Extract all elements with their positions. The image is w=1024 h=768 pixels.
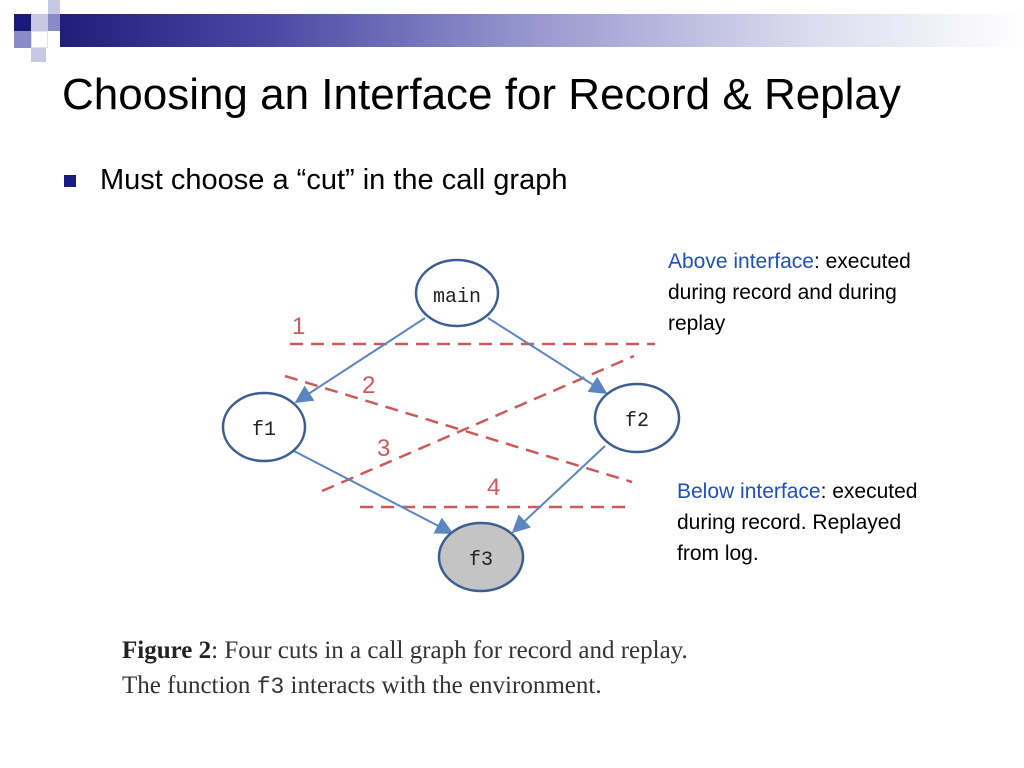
node-f1: f1 bbox=[221, 391, 307, 463]
node-main: main bbox=[414, 258, 500, 328]
slide-title: Choosing an Interface for Record & Repla… bbox=[62, 70, 901, 119]
edge-main-f2 bbox=[487, 317, 608, 394]
logo-square bbox=[14, 14, 31, 31]
edge-f2-f3 bbox=[511, 445, 606, 534]
node-f3-label: f3 bbox=[469, 549, 493, 572]
title-bar-gradient bbox=[60, 14, 1024, 47]
caption-code: f3 bbox=[256, 674, 285, 700]
node-f2-label: f2 bbox=[625, 410, 649, 433]
above-note-line1: : executed bbox=[813, 250, 911, 273]
caption-line2-pre: The function bbox=[122, 672, 257, 699]
bullet-text: Must choose a “cut” in the call graph bbox=[100, 164, 568, 196]
cut-label-3: 3 bbox=[377, 435, 390, 462]
below-note-line2: during record. Replayed bbox=[677, 511, 902, 534]
above-interface-note: Above interface: executed during record … bbox=[668, 246, 911, 339]
above-note-line2: during record and during bbox=[668, 281, 897, 304]
above-note-line3: replay bbox=[668, 312, 726, 335]
node-main-label: main bbox=[433, 286, 481, 309]
logo-square bbox=[14, 31, 31, 48]
bullet-square-icon bbox=[64, 174, 76, 187]
cut-label-4: 4 bbox=[487, 474, 500, 501]
logo-square bbox=[31, 14, 48, 31]
cut-label-1: 1 bbox=[292, 313, 305, 340]
edge-main-f1 bbox=[294, 317, 426, 403]
node-f3: f3 bbox=[437, 521, 525, 593]
caption-line1: : Four cuts in a call graph for record a… bbox=[211, 637, 688, 664]
logo-square bbox=[48, 0, 60, 14]
below-note-line1: : executed bbox=[820, 480, 918, 503]
figure-caption: Figure 2: Four cuts in a call graph for … bbox=[122, 633, 688, 705]
below-interface-note: Below interface: executed during record.… bbox=[677, 476, 917, 569]
below-interface-highlight: Below interface bbox=[677, 480, 821, 503]
logo-square bbox=[48, 14, 60, 31]
node-f2: f2 bbox=[593, 382, 681, 454]
cut-label-2: 2 bbox=[362, 372, 375, 399]
below-note-line3: from log. bbox=[677, 542, 759, 565]
cut-line-2 bbox=[284, 374, 633, 484]
above-interface-highlight: Above interface bbox=[668, 250, 814, 273]
figure-label: Figure 2 bbox=[122, 637, 212, 664]
edge-f1-f3 bbox=[291, 449, 454, 534]
logo-square bbox=[31, 31, 48, 48]
caption-line2-post: interacts with the environment. bbox=[284, 672, 602, 699]
bullet-item: Must choose a “cut” in the call graph bbox=[64, 164, 567, 197]
logo-square bbox=[31, 48, 46, 62]
node-f1-label: f1 bbox=[252, 419, 276, 442]
